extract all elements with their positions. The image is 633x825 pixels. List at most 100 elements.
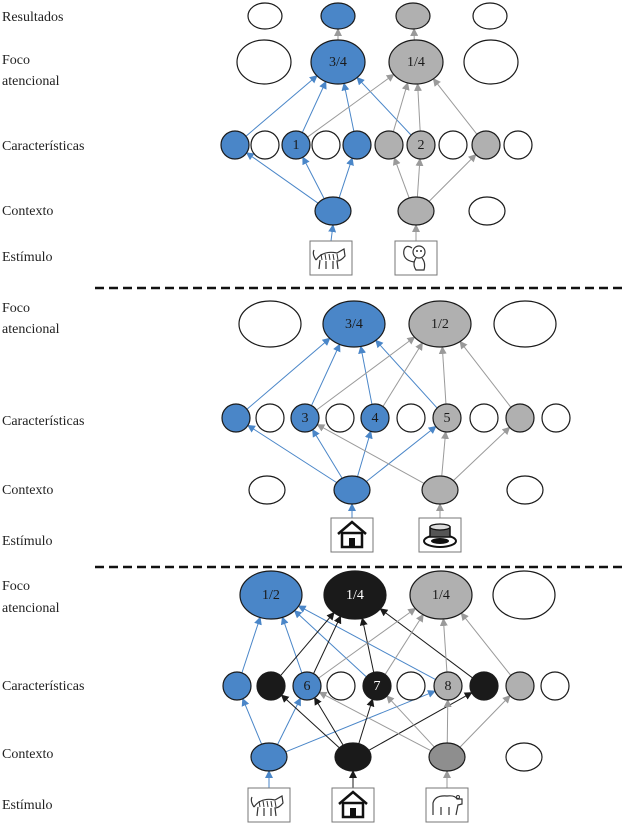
label-estimulo: Estímulo <box>2 250 53 265</box>
feature-node: 7 <box>362 671 392 701</box>
connection-arrow <box>414 82 422 132</box>
connection-arrow <box>328 224 337 242</box>
node-label: 1/2 <box>431 317 449 332</box>
focus-node <box>493 300 557 348</box>
connection-layer <box>241 27 512 788</box>
connection-arrow <box>312 428 343 479</box>
connection-arrow <box>439 617 448 673</box>
node-label: 2 <box>418 138 425 153</box>
monkey-icon <box>394 240 438 276</box>
feature-node <box>540 671 570 701</box>
node-label: 3/4 <box>329 55 347 70</box>
connection-arrow <box>316 336 416 411</box>
connection-arrow <box>382 342 423 407</box>
focus-node: 3/4 <box>322 300 386 348</box>
focus-node: 1/4 <box>323 570 387 620</box>
connection-arrow <box>314 696 344 746</box>
focus-node: 1/4 <box>409 570 473 620</box>
context-node <box>314 196 352 226</box>
feature-node <box>221 403 251 433</box>
feature-node: 3 <box>290 403 320 433</box>
context-node <box>334 742 372 772</box>
context-node <box>428 742 466 772</box>
label-foco-line2: atencional <box>2 74 60 89</box>
house-icon <box>330 517 374 553</box>
feature-node <box>471 130 501 160</box>
connection-arrow <box>301 80 327 133</box>
node-label: 3 <box>302 411 309 426</box>
connection-arrow <box>293 609 367 678</box>
context-node <box>421 475 459 505</box>
label-caracteristicas: Características <box>2 139 84 154</box>
connection-arrow <box>280 616 303 674</box>
focus-node: 1/4 <box>388 39 444 85</box>
node-label: 4 <box>372 411 379 426</box>
node-label: 1/4 <box>346 588 364 603</box>
connection-arrow <box>245 75 318 137</box>
tiger-icon <box>309 240 353 276</box>
feature-node <box>374 130 404 160</box>
node-label: 7 <box>374 679 381 694</box>
result-node <box>472 2 508 30</box>
connection-arrow <box>313 615 342 674</box>
node-label: 1/4 <box>432 588 450 603</box>
node-label: 6 <box>304 679 311 694</box>
connection-arrow <box>241 616 262 674</box>
label-estimulo: Estímulo <box>2 534 53 549</box>
context-node <box>248 475 286 505</box>
connection-arrow <box>280 611 335 677</box>
connection-arrow <box>358 345 373 405</box>
feature-node <box>469 403 499 433</box>
label-caracteristicas: Características <box>2 414 84 429</box>
connection-arrow <box>280 694 340 749</box>
feature-node <box>220 130 250 160</box>
focus-node <box>463 39 519 85</box>
node-label: 1 <box>293 138 300 153</box>
connection-arrow <box>392 81 410 132</box>
feature-node <box>255 403 285 433</box>
focus-node <box>238 300 302 348</box>
feature-node <box>396 671 426 701</box>
connection-arrow <box>277 697 301 745</box>
connection-arrow <box>415 157 424 198</box>
context-node <box>397 196 435 226</box>
tiger-icon <box>247 787 291 823</box>
label-contexto: Contexto <box>2 747 53 762</box>
connection-arrow <box>302 156 325 200</box>
feature-node <box>342 130 372 160</box>
label-resultados: Resultados <box>2 10 63 25</box>
connection-arrow <box>368 692 473 751</box>
connection-arrow <box>432 78 478 135</box>
connection-arrow <box>441 430 450 477</box>
connection-arrow <box>285 690 436 753</box>
context-node <box>505 742 543 772</box>
connection-arrow <box>307 73 395 138</box>
result-node <box>247 2 283 30</box>
connection-arrow <box>384 613 424 675</box>
connection-arrow <box>311 343 341 406</box>
node-label: 3/4 <box>345 317 363 332</box>
connection-arrow <box>460 612 512 676</box>
connection-arrow <box>386 695 435 748</box>
feature-node <box>325 403 355 433</box>
connection-arrow <box>246 337 331 410</box>
connection-arrow <box>241 697 263 745</box>
connection-arrow <box>318 607 417 679</box>
node-label: 8 <box>445 679 452 694</box>
connection-arrow <box>428 153 477 202</box>
focus-node <box>236 39 292 85</box>
focus-node <box>492 570 556 620</box>
connection-arrow <box>459 695 511 748</box>
connection-arrow <box>338 157 354 198</box>
connection-arrow <box>379 608 473 679</box>
feature-node <box>505 403 535 433</box>
connection-arrow <box>375 339 438 409</box>
feature-node <box>311 130 341 160</box>
node-label: 1/4 <box>407 55 425 70</box>
label-contexto: Contexto <box>2 204 53 219</box>
feature-node <box>222 671 252 701</box>
feature-node: 1 <box>281 130 311 160</box>
connection-arrow <box>443 698 452 744</box>
label-foco-line2: atencional <box>2 601 60 616</box>
